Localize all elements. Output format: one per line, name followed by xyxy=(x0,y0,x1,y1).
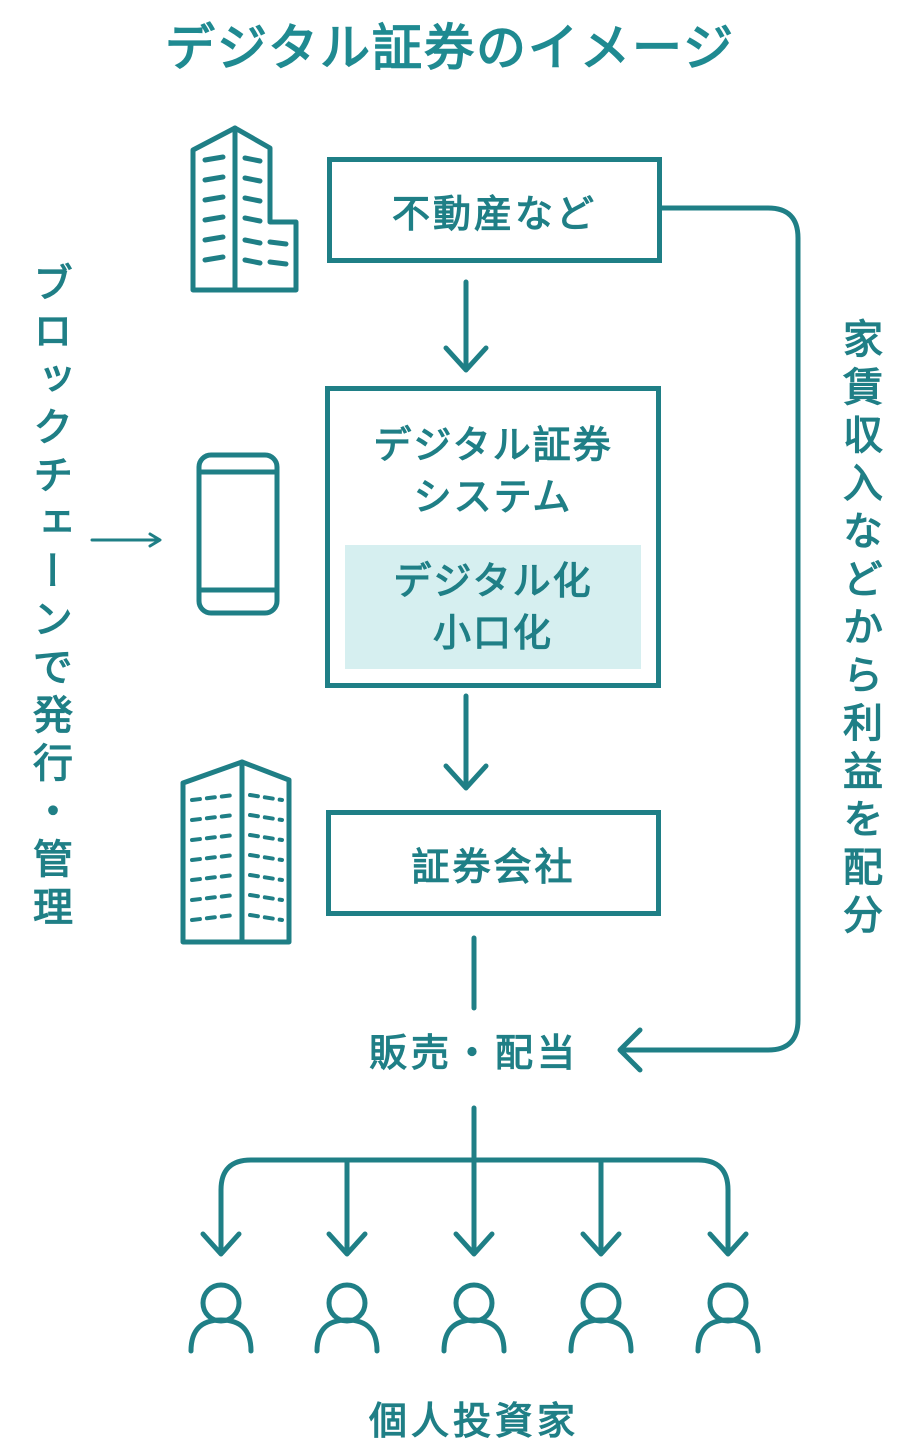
distribution-tree xyxy=(200,1105,749,1257)
office-building-icon xyxy=(180,759,292,945)
smartphone-icon xyxy=(196,452,280,616)
person-icon xyxy=(188,1282,254,1354)
arrow-system-to-company xyxy=(443,693,489,791)
asset-box: 不動産など xyxy=(327,157,662,263)
arrow-asset-to-system xyxy=(443,279,489,373)
person-icon xyxy=(441,1282,507,1354)
building-icon xyxy=(190,125,299,293)
digital-securities-system-box: デジタル証券 システム デジタル化 小口化 xyxy=(325,386,661,688)
arrow-blockchain-to-phone xyxy=(90,532,162,548)
securities-company-label: 証券会社 xyxy=(411,844,576,889)
revenue-distribution-label: 家賃収入などから利益を配分 xyxy=(836,318,882,942)
asset-label: 不動産など xyxy=(391,191,597,236)
securities-company-box: 証券会社 xyxy=(326,810,661,916)
arrow-revenue-return xyxy=(617,205,801,1073)
person-icon xyxy=(695,1282,761,1354)
sales-distribution-label: 販売・配当 xyxy=(368,1031,579,1075)
person-icon xyxy=(314,1282,380,1354)
system-title-line2: システム xyxy=(413,475,573,519)
person-icon xyxy=(568,1282,634,1354)
fractionalization-label: 小口化 xyxy=(432,611,553,655)
system-title: デジタル証券 システム xyxy=(373,419,612,523)
digitalization-label: デジタル化 xyxy=(393,559,593,603)
system-title-line1: デジタル証券 xyxy=(373,423,613,467)
diagram-title: デジタル証券のイメージ xyxy=(165,19,735,77)
digitalization-panel: デジタル化 小口化 xyxy=(345,545,641,669)
blockchain-issuance-label: ブロックチェーンで発行・管理 xyxy=(26,262,72,934)
individual-investors-label: 個人投資家 xyxy=(368,1399,579,1443)
